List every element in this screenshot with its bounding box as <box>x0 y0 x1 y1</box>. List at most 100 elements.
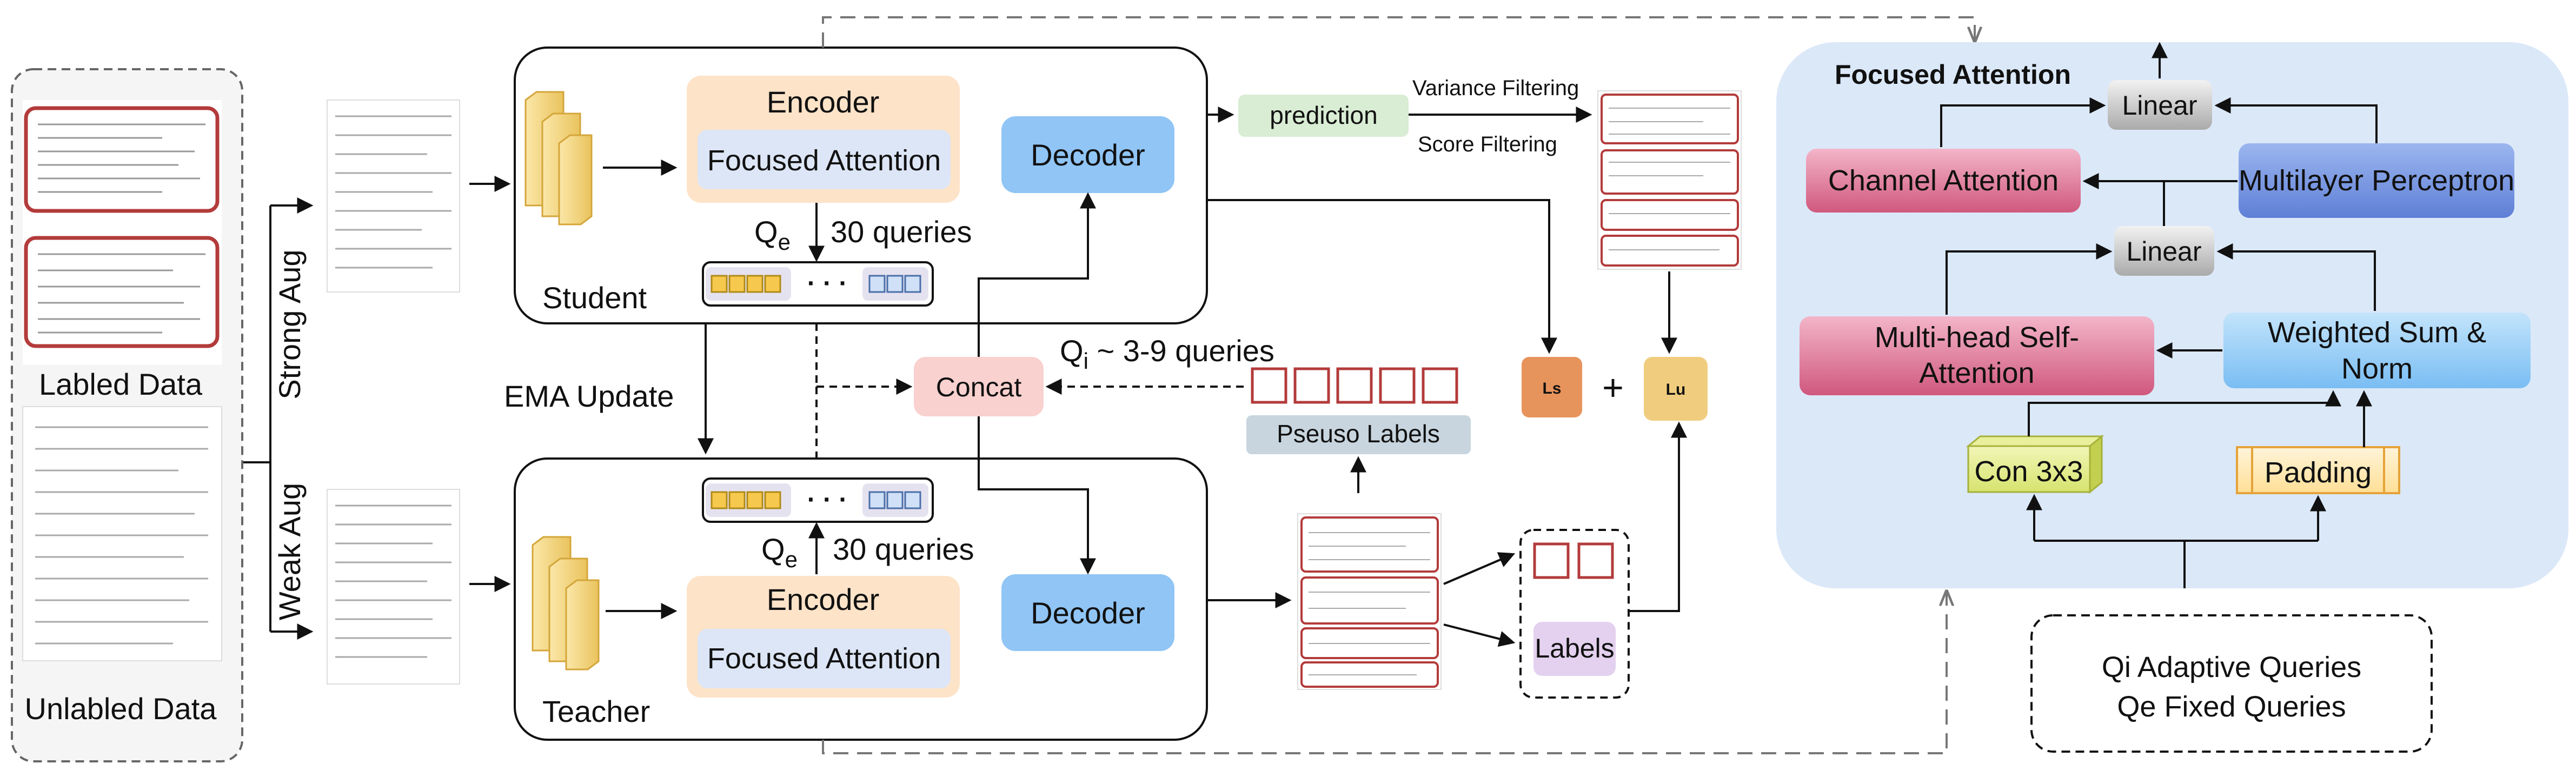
student-backbone-icon <box>525 91 593 225</box>
fixed-query-token <box>728 275 746 293</box>
concat-to-student-decoder-arrow <box>978 192 1096 357</box>
fixed-query-token <box>711 491 728 509</box>
student-decoder <box>1001 116 1174 193</box>
focused-attention-title: Focused Attention <box>1835 59 2071 90</box>
channel-to-linear-top-arrow <box>1940 97 2106 147</box>
fixed-query-token <box>746 491 763 509</box>
score-filtering-label: Score Filtering <box>1418 132 1557 156</box>
student-queries-label: 30 queries <box>831 215 972 249</box>
pseudo-labels-label: Pseuso Labels <box>1277 420 1440 448</box>
student-q-symbol: Qe <box>754 215 791 255</box>
strong-aug-label: Strong Aug <box>273 249 307 399</box>
labeled-data-label: Labled Data <box>39 367 203 401</box>
output-to-queries-arrow <box>1443 552 1516 585</box>
student-label: Student <box>542 281 647 315</box>
padding-label: Padding <box>2265 456 2372 489</box>
strong-aug-document <box>327 99 460 293</box>
channel-attention-box <box>1806 149 2081 213</box>
focused-attention-reference-top <box>822 16 1975 48</box>
teacher-focused-attention <box>698 629 951 688</box>
student-to-ls-arrow <box>1207 199 1557 354</box>
ls-loss-label: Ls <box>1542 380 1561 397</box>
fixed-query-token <box>746 275 763 293</box>
adaptive-query-tokens <box>1251 367 1458 404</box>
table-highlight <box>1300 661 1439 688</box>
fixed-query-token <box>868 275 886 293</box>
concat-label: Concat <box>936 372 1022 402</box>
labeled-document <box>23 100 222 365</box>
student-focused-attention-label: Focused Attention <box>707 144 941 177</box>
wsn-label-line1: Weighted Sum & <box>2268 316 2486 349</box>
mlp-to-linear-top-arrow <box>2214 97 2378 143</box>
mlp-label: Multilayer Perceptron <box>2239 164 2514 197</box>
ls-loss-box <box>1522 357 1582 417</box>
linear-top-box <box>2108 80 2212 130</box>
ellipsis: · · · <box>807 269 848 298</box>
teacher-backbone-icon <box>532 536 600 671</box>
variance-filtering-label: Variance Filtering <box>1412 76 1579 100</box>
teacher-q-symbol: Qe <box>761 532 798 572</box>
student-encoder-label: Encoder <box>767 85 880 119</box>
lu-loss-label: Lu <box>1666 381 1686 399</box>
pseudo-labels-box <box>1246 415 1471 454</box>
table-highlight <box>1601 94 1739 144</box>
fixed-query-token <box>728 491 746 509</box>
teacher-focused-attention-label: Focused Attention <box>707 642 941 675</box>
fixed-query-token <box>886 491 904 509</box>
mlp-box <box>2239 143 2514 218</box>
focused-attention-reference-bottom <box>822 592 1947 754</box>
linear-mid-label: Linear <box>2127 236 2202 267</box>
conv-label: Con 3x3 <box>1974 455 2083 488</box>
plus-sign: + <box>1602 367 1624 408</box>
mhsa-box <box>1800 316 2154 395</box>
fixed-query-token <box>886 275 904 293</box>
mhsa-label-line2: Attention <box>1919 357 2034 389</box>
conv-box <box>1966 434 2104 494</box>
wsn-to-linear-arrow <box>2216 243 2376 311</box>
fixed-query-token <box>868 491 886 509</box>
legend-box <box>2030 614 2433 753</box>
teacher-decoder <box>1001 574 1174 651</box>
wsn-label-line2: Norm <box>2341 353 2413 385</box>
prediction-box <box>1238 95 1409 137</box>
fixed-query-token <box>904 275 921 293</box>
labels-to-lu-arrow <box>1629 421 1687 612</box>
concat-to-teacher-decoder-arrow <box>978 416 1096 575</box>
adaptive-query-token <box>1336 367 1373 404</box>
ellipsis: · · · <box>807 486 848 514</box>
linear-mid-box <box>2114 226 2214 276</box>
table-highlight <box>1601 199 1739 231</box>
student-decoder-label: Decoder <box>1031 138 1145 172</box>
concat-box <box>914 357 1044 416</box>
teacher-decoder-label: Decoder <box>1031 596 1145 630</box>
linear-top-label: Linear <box>2122 90 2197 121</box>
unlabeled-data-label: Unlabled Data <box>25 692 217 726</box>
student-query-tokens: · · · <box>702 261 934 307</box>
adaptive-query-token <box>1577 542 1614 579</box>
labels-label: Labels <box>1535 633 1614 663</box>
legend-qe: Qe Fixed Queries <box>2117 691 2346 723</box>
table-highlight <box>24 236 220 348</box>
table-highlight <box>1300 627 1439 659</box>
fixed-query-token <box>904 491 921 509</box>
weak-aug-label: Weak Aug <box>273 483 307 620</box>
mhsa-to-linear-arrow <box>1946 243 2113 315</box>
fixed-query-token <box>711 275 728 293</box>
adaptive-query-token <box>1293 367 1330 404</box>
adaptive-query-token <box>1533 542 1570 579</box>
unlabeled-document <box>22 406 222 661</box>
adaptive-query-token <box>1251 367 1287 404</box>
student-focused-attention <box>698 130 951 189</box>
table-highlight <box>1601 235 1739 267</box>
table-highlight <box>1300 576 1439 625</box>
output-to-labels-arrow <box>1443 623 1516 647</box>
adaptive-query-token <box>1379 367 1416 404</box>
legend-qi: Qi Adaptive Queries <box>2102 651 2361 683</box>
table-highlight <box>24 106 220 213</box>
teacher-label: Teacher <box>542 694 650 728</box>
teacher-encoder-label: Encoder <box>767 582 880 616</box>
labels-box <box>1533 622 1616 676</box>
filtered-document <box>1597 90 1742 270</box>
weak-aug-document <box>327 489 460 685</box>
